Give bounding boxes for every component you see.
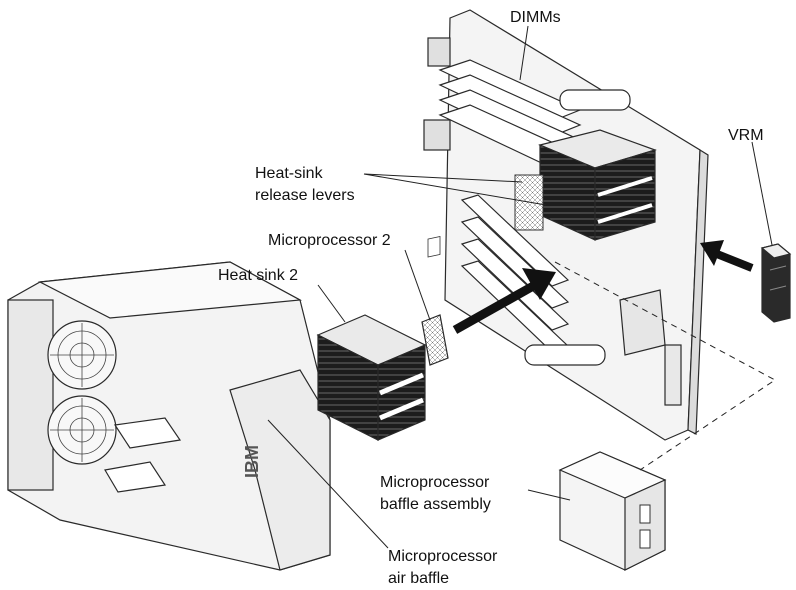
ibm-logo: IBM [242,445,262,478]
fan-icon [47,320,117,390]
install-arrow-vrm [700,240,754,272]
fan-icon [47,395,117,465]
microprocessor-2-chip [421,235,449,366]
leader-lines [267,25,773,549]
microprocessor-baffle-assembly [558,451,667,571]
heat-sink-2 [316,314,427,441]
label-dimms: DIMMs [510,9,561,26]
system-board [423,9,709,441]
label-baffle-assembly-line2: baffle assembly [380,496,491,513]
vrm-module [760,243,792,323]
install-arrow-processor [452,268,556,334]
label-heat-sink-2: Heat sink 2 [218,267,298,284]
pci-slots [460,194,570,353]
label-air-baffle: Microprocessor [388,548,498,565]
svg-text:IBM: IBM [242,445,262,478]
label-baffle-assembly: Microprocessor [380,474,490,491]
installed-heat-sink [538,129,657,241]
label-heat-sink-release-levers: Heat-sink [255,165,324,182]
label-vrm: VRM [728,127,764,144]
microprocessor-air-baffle: IBM [7,261,331,571]
placement-outline [554,261,776,471]
label-air-baffle-line2: air baffle [388,570,449,587]
label-heat-sink-release-levers-line2: release levers [255,187,355,204]
label-microprocessor-2: Microprocessor 2 [268,232,391,249]
